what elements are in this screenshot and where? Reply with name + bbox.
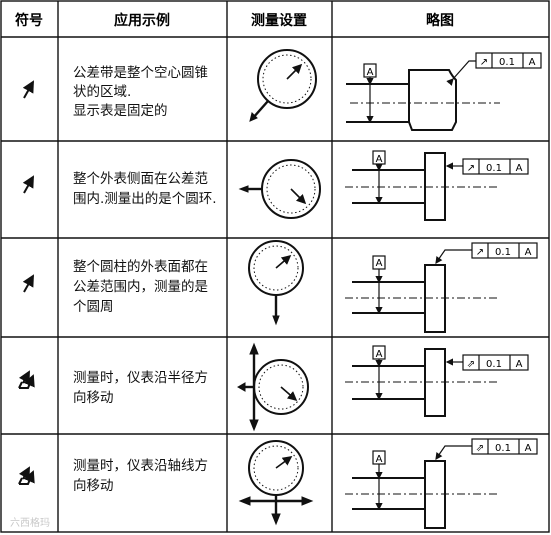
- tolerance-datum: A: [525, 247, 532, 258]
- row3-text-line2: 公差范围内，测量的是: [73, 279, 208, 295]
- tolerance-symbol: ⇗: [467, 359, 475, 370]
- row1-text-line1: 公差带是整个空心圆锥: [73, 65, 208, 81]
- dial-gauge-icon: [238, 159, 321, 219]
- row5-text-line2: 向移动: [73, 478, 114, 494]
- total-runout-icon: [18, 370, 35, 389]
- tolerance-frame: [475, 52, 542, 69]
- tolerance-datum: A: [529, 57, 536, 68]
- tolerance-frame: [462, 158, 529, 175]
- watermark: 六西格玛: [10, 516, 50, 529]
- datum-label: A: [376, 349, 383, 360]
- tolerance-value: 0.1: [486, 163, 502, 174]
- tolerance-value: 0.1: [495, 443, 511, 454]
- tolerance-symbol: ⇗: [476, 443, 484, 454]
- row3-text-line3: 个圆周: [73, 299, 114, 315]
- row4-text-line2: 向移动: [73, 390, 114, 406]
- row3-text-line1: 整个圆柱的外表面都在: [73, 259, 208, 275]
- dial-gauge-icon: [249, 49, 317, 122]
- tolerance-value: 0.1: [499, 57, 515, 68]
- tolerance-frame: [471, 438, 538, 455]
- row2-text-line1: 整个外表侧面在公差范: [73, 171, 208, 187]
- tolerance-value: 0.1: [495, 247, 511, 258]
- row1-text-line3: 显示表是固定的: [73, 103, 168, 119]
- sketch-cylinder: [345, 242, 538, 333]
- row1-text-line2: 状的区域.: [73, 84, 131, 100]
- tolerance-symbol: ↗: [467, 163, 475, 174]
- dial-gauge-icon: [236, 342, 309, 432]
- row5-text-line1: 测量时，仪表沿轴线方: [73, 458, 208, 474]
- header-sketch: 略图: [426, 12, 454, 29]
- tolerance-frame: [462, 354, 529, 371]
- sketch-cylinder-total: [345, 438, 538, 529]
- total-runout-icon: [18, 466, 35, 485]
- datum-label: A: [376, 454, 383, 465]
- header-symbol: 符号: [14, 12, 43, 29]
- header-setup: 测量设置: [251, 12, 307, 29]
- row4-text-line1: 测量时，仪表沿半径方: [73, 370, 208, 386]
- dial-gauge-icon: [248, 240, 304, 326]
- tolerance-datum: A: [516, 359, 523, 370]
- sketch-cone: [346, 52, 542, 131]
- sketch-face-total: [345, 345, 529, 417]
- tolerance-symbol: ↗: [480, 57, 488, 68]
- sketch-face: [345, 150, 529, 221]
- datum-label: A: [376, 154, 383, 165]
- circular-runout-icon: [22, 274, 34, 293]
- tolerance-datum: A: [516, 163, 523, 174]
- tolerance-value: 0.1: [486, 359, 502, 370]
- header-example: 应用示例: [114, 12, 170, 29]
- circular-runout-icon: [22, 80, 34, 99]
- datum-label: A: [376, 258, 383, 269]
- dial-gauge-icon: [238, 440, 314, 526]
- row2-text-line2: 围内.测量出的是个圆环.: [73, 191, 217, 207]
- datum-label: A: [367, 67, 374, 78]
- tolerance-datum: A: [525, 443, 532, 454]
- circular-runout-icon: [22, 175, 34, 194]
- tolerance-symbol: ↗: [476, 247, 484, 258]
- tolerance-frame: [471, 242, 538, 259]
